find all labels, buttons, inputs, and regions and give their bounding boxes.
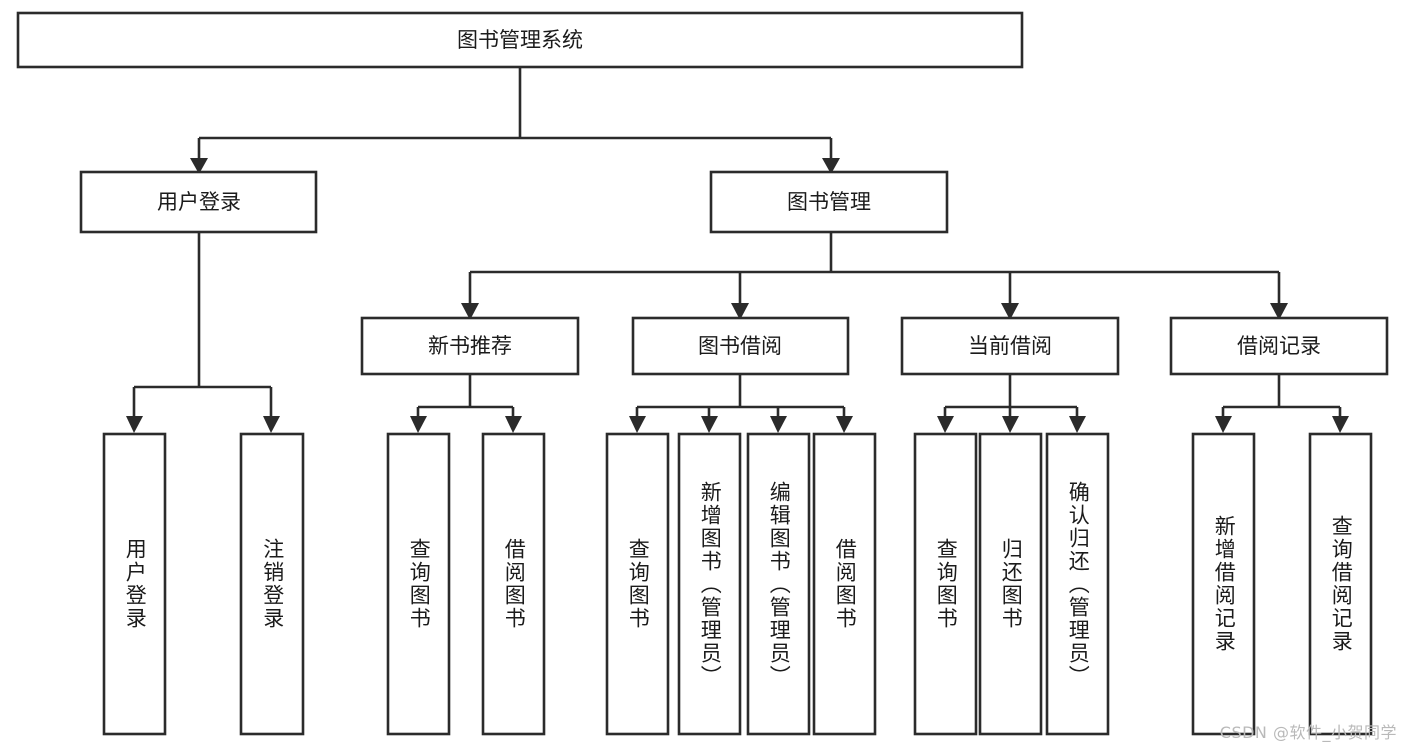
leaf-box-newbook-query[interactable] <box>386 432 451 736</box>
node-book-borrow[interactable]: 图书借阅 <box>631 316 850 376</box>
connectors-borrowrecord-to-leaves <box>1215 374 1349 433</box>
leaf-boxes-current-borrow <box>913 432 1110 736</box>
leaf-box-bookborrow-edit[interactable] <box>746 432 811 736</box>
connectors-bookborrow-to-leaves <box>629 374 853 433</box>
leaf-box-newbook-borrow[interactable] <box>481 432 546 736</box>
leaf-boxes-new-book-recommend <box>386 432 546 736</box>
leaf-box-bookborrow-query[interactable] <box>605 432 670 736</box>
node-current-borrow-label: 当前借阅 <box>968 334 1052 358</box>
node-user-login[interactable]: 用户登录 <box>79 170 318 234</box>
node-book-borrow-label: 图书借阅 <box>698 334 782 358</box>
node-current-borrow[interactable]: 当前借阅 <box>900 316 1120 376</box>
node-root-book-management-system[interactable]: 图书管理系统 <box>16 11 1024 69</box>
leaf-boxes-book-borrow <box>605 432 877 736</box>
leaf-box-bookborrow-borrow[interactable] <box>812 432 877 736</box>
csdn-watermark: CSDN @软件_小贺同学 <box>1219 723 1397 742</box>
connectors-currentborrow-to-leaves <box>937 374 1086 433</box>
leaf-boxes-borrow-record <box>1191 432 1373 736</box>
node-book-management[interactable]: 图书管理 <box>709 170 949 234</box>
node-new-book-recommend-label: 新书推荐 <box>428 334 512 358</box>
leaf-box-currentborrow-query[interactable] <box>913 432 978 736</box>
node-root-label: 图书管理系统 <box>457 28 583 52</box>
connectors-newbook-to-leaves <box>410 374 522 433</box>
leaf-boxes-user-login <box>102 432 305 736</box>
node-user-login-label: 用户登录 <box>157 190 241 214</box>
connectors-bookmgmt-to-level3 <box>461 232 1288 320</box>
leaf-box-borrowrecord-add[interactable] <box>1191 432 1256 736</box>
node-borrow-record-label: 借阅记录 <box>1237 334 1321 358</box>
leaf-box-user-login-logout[interactable] <box>239 432 305 736</box>
node-book-management-label: 图书管理 <box>787 190 871 214</box>
leaf-box-currentborrow-return[interactable] <box>978 432 1043 736</box>
leaf-box-borrowrecord-query[interactable] <box>1308 432 1373 736</box>
leaf-box-user-login-login[interactable] <box>102 432 167 736</box>
leaf-box-bookborrow-add[interactable] <box>677 432 742 736</box>
node-new-book-recommend[interactable]: 新书推荐 <box>360 316 580 376</box>
connectors-userlogin-to-leaves <box>126 232 280 433</box>
leaf-box-currentborrow-confirm[interactable] <box>1045 432 1110 736</box>
connectors-root-to-level2 <box>190 67 840 174</box>
node-borrow-record[interactable]: 借阅记录 <box>1169 316 1389 376</box>
